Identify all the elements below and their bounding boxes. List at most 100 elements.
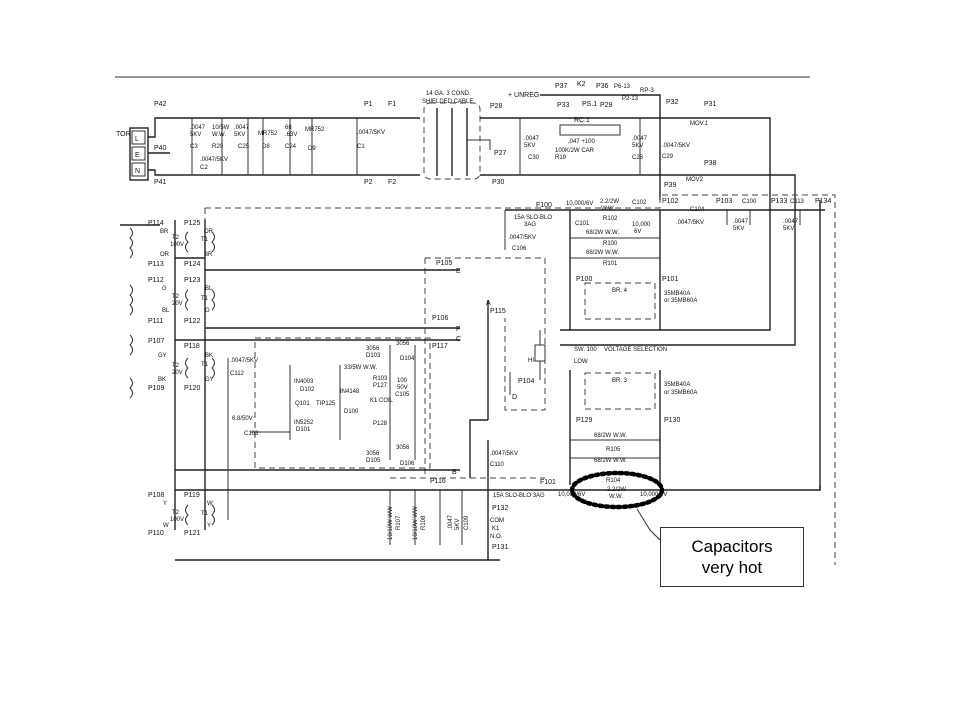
label-y: Y (163, 501, 167, 507)
label-bk2: BK (158, 377, 166, 383)
label-d105: D105 (366, 458, 381, 464)
label-c102: C102 (632, 200, 647, 206)
label-t2b: 100V (170, 242, 184, 248)
label-c2v: .0047/5KV (200, 157, 228, 163)
label-c113: C113 (790, 199, 805, 205)
label-br4: BR. 4 (612, 288, 628, 294)
label-eout: E (456, 268, 461, 275)
label-r103: R103 (373, 376, 388, 382)
label-p40: P40 (154, 145, 167, 152)
label-p129: P129 (576, 417, 592, 424)
label-c105a: 100 (397, 378, 408, 384)
label-p38: P38 (704, 160, 717, 167)
label-c106: C106 (512, 246, 527, 252)
label-r19v: 100K/2W CAR (555, 148, 595, 154)
label-br3b: or 35MB60A (664, 390, 697, 396)
label-r20: R20 (212, 144, 224, 150)
label-c105: C105 (395, 392, 410, 398)
callout-leader (636, 508, 661, 541)
label-gy2: GY (205, 377, 214, 383)
label-r108: R108 (421, 515, 427, 530)
label-unreg: + UNREG (508, 92, 539, 99)
label-c103: C103 (244, 431, 259, 437)
label-k1coil: K1 COIL (370, 398, 394, 404)
label-bl2: BL (162, 308, 170, 314)
label-p124: P124 (184, 261, 200, 268)
label-p130: P130 (664, 417, 680, 424)
label-br: BR (160, 229, 169, 235)
label-rc1v: .047 +100 (568, 139, 596, 145)
wiring (115, 76, 836, 565)
callout-box: Capacitors very hot (660, 527, 804, 587)
label-c24: C24 (285, 144, 297, 150)
label-p2: P2 (364, 179, 373, 186)
label-no: N.O. (490, 534, 503, 540)
label-tip125: TIP125 (316, 401, 336, 407)
label-p37: P37 (555, 83, 568, 90)
label-p111: P111 (148, 318, 163, 325)
hot-capacitor-highlight (569, 470, 665, 510)
label-p29: P29 (600, 102, 613, 109)
label-bk: BK (205, 353, 213, 359)
callout-line-2: very hot (701, 558, 763, 577)
label-c102a: 10,000 (632, 222, 651, 228)
label-or-b: OR (160, 252, 170, 258)
label-c109kv: 5KV (455, 519, 461, 530)
label-cout: C (456, 336, 461, 343)
label-p133: P133 (771, 198, 787, 205)
label-r102a: 2.2/2W (600, 199, 619, 205)
label-p119: P119 (184, 492, 200, 499)
label-p116: P116 (430, 478, 446, 485)
label-c29: C29 (662, 154, 674, 160)
label-c1v: .0047/5KV (357, 130, 385, 136)
label-p128: P128 (373, 421, 388, 427)
label-com: COM (490, 518, 504, 524)
label-d101: D101 (296, 427, 311, 433)
label-in4148: IN4148 (340, 389, 360, 395)
label-r100: R100 (603, 241, 618, 247)
label-f2: F2 (388, 179, 396, 186)
label-l: L (135, 136, 139, 143)
label-f1: F1 (388, 101, 396, 108)
label-e: E (135, 152, 140, 159)
label-mr752a: MR752 (258, 131, 278, 137)
label-d102: D102 (300, 387, 315, 393)
label-f101a: 15A SLO-BLO 3AG (493, 493, 545, 499)
label-p134: P134 (815, 198, 831, 205)
label-tor: TOR (116, 131, 131, 138)
label-c109v: .0047 (448, 514, 454, 530)
label-in4003: IN4003 (294, 379, 314, 385)
label-p100: P100 (576, 276, 592, 283)
label-p121: P121 (184, 530, 200, 537)
label-c24a: 68 (285, 125, 292, 131)
label-c112v: .0047/5KV (230, 358, 258, 364)
label-p106: P106 (432, 315, 448, 322)
label-c112: C112 (230, 371, 245, 377)
label-p30: P30 (492, 179, 505, 186)
label-d8: D8 (262, 144, 270, 150)
label-c3v: .0047 (190, 125, 206, 131)
label-br3a: 35MB40A (664, 382, 690, 388)
label-p112: P112 (148, 277, 164, 284)
label-fout: F (456, 326, 460, 333)
label-p36: P36 (596, 83, 609, 90)
label-rc1: RC.1 (574, 117, 590, 124)
label-c25: C25 (238, 144, 250, 150)
label-n: N (135, 168, 140, 175)
label-c100: C100 (742, 199, 757, 205)
label-cable1: 14 GA. 3 COND. (426, 91, 471, 97)
label-f100: F100 (536, 202, 552, 209)
label-r105: R105 (606, 447, 621, 453)
label-p127: P127 (373, 383, 388, 389)
label-c103v: 6.8/50V (232, 416, 253, 422)
label-br2: BR (204, 252, 213, 258)
label-p113: P113 (148, 261, 164, 268)
label-t1c: T1 (201, 362, 209, 368)
label-t2d: 20V (172, 301, 183, 307)
label-p131: P131 (492, 544, 508, 551)
label-p108: P108 (148, 492, 164, 499)
label-t2e: T2 (172, 363, 180, 369)
label-r104x: 2.2/2W (607, 487, 626, 493)
label-p107: P107 (148, 338, 164, 345)
